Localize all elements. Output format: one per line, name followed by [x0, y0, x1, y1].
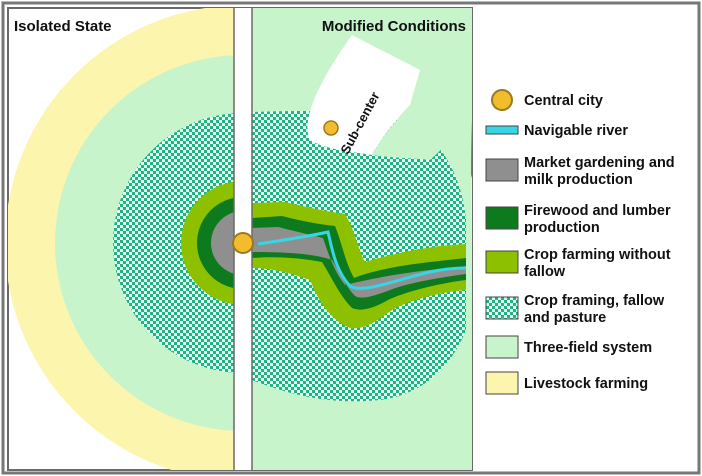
crop-fallow-ring: [113, 113, 234, 373]
legend-label-crop-no-fallow: fallow: [524, 264, 566, 280]
title-modified-conditions: Modified Conditions: [322, 18, 466, 35]
legend-swatch-livestock: [485, 371, 519, 395]
legend-item-navigable-river: Navigable river: [485, 123, 628, 139]
legend-label-crop-fallow-pasture: Crop framing, fallow: [524, 293, 665, 309]
navigable-river: [257, 230, 467, 290]
legend-swatch-market-gardening: [485, 158, 519, 182]
legend-swatch-navigable-river: [485, 125, 519, 135]
title-isolated-state: Isolated State: [14, 18, 112, 35]
legend-item-central-city: Central city: [491, 89, 603, 111]
market-ring: [211, 212, 234, 274]
legend-label-firewood: production: [524, 220, 600, 236]
subcenter-city: [323, 120, 339, 136]
legend-label-crop-fallow-pasture: and pasture: [524, 310, 606, 326]
legend-item-three-field: Three-field system: [485, 335, 652, 359]
modified-conditions-map: [252, 8, 472, 470]
legend-item-livestock: Livestock farming: [485, 371, 648, 395]
legend-label-market-gardening: Market gardening and: [524, 155, 675, 171]
legend-swatch-crop-fallow-pasture: [485, 296, 519, 320]
legend-label-navigable-river: Navigable river: [524, 123, 628, 139]
isolated-state-map: [8, 8, 234, 470]
legend-label-market-gardening: milk production: [524, 172, 633, 188]
legend-swatch-firewood: [485, 206, 519, 230]
legend-label-central-city: Central city: [524, 93, 603, 109]
legend-label-livestock: Livestock farming: [524, 376, 648, 392]
central-city-marker: [232, 232, 254, 254]
legend-swatch-central-city: [491, 89, 513, 111]
market-zone: [252, 227, 466, 298]
legend-label-crop-no-fallow: Crop farming without: [524, 247, 671, 263]
legend-label-three-field: Three-field system: [524, 340, 652, 356]
legend-swatch-three-field: [485, 335, 519, 359]
legend-label-firewood: Firewood and lumber: [524, 203, 671, 219]
legend-swatch-crop-no-fallow: [485, 250, 519, 274]
